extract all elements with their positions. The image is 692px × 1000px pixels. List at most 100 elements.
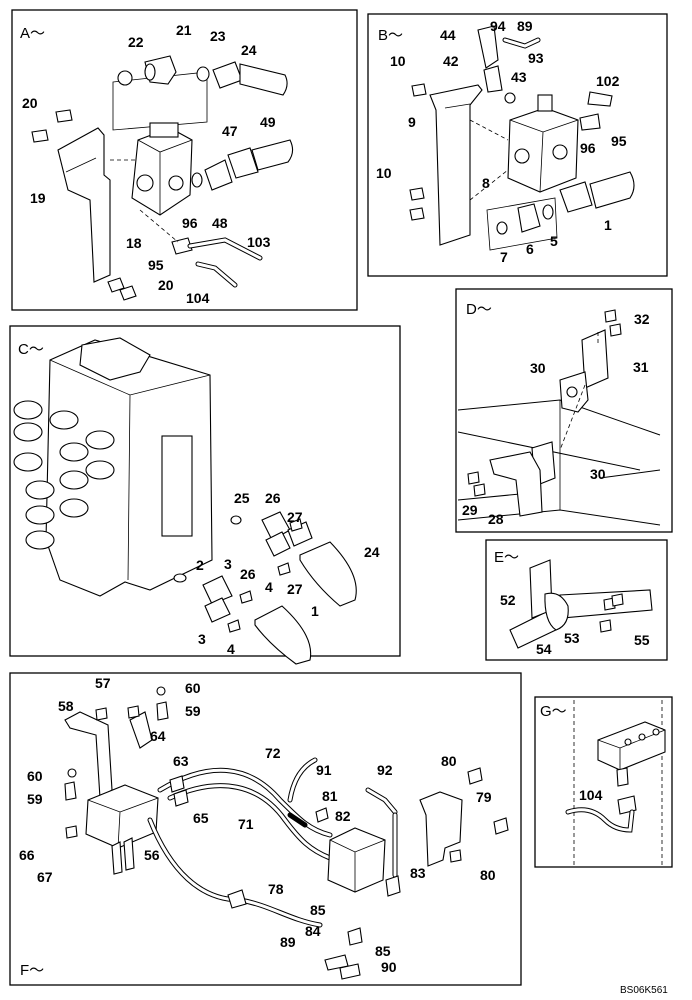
panel-a-frame — [11, 9, 358, 311]
callout-f-79: 79 — [476, 789, 492, 805]
callout-b-9: 9 — [408, 114, 416, 130]
callout-f-65: 65 — [193, 810, 209, 826]
callout-f-56: 56 — [144, 847, 160, 863]
callout-d-31: 31 — [633, 359, 649, 375]
callout-b-5: 5 — [550, 233, 558, 249]
callout-b-6: 6 — [526, 241, 534, 257]
callout-f-82: 82 — [335, 808, 351, 824]
callout-a-20: 20 — [22, 95, 38, 111]
washer-60 — [156, 686, 166, 696]
callout-f-60: 60 — [185, 680, 201, 696]
callout-g-104: 104 — [579, 787, 603, 803]
panel-f: F～ — [9, 672, 522, 986]
solenoid-valve-56 — [85, 784, 159, 849]
fitting-47 — [204, 159, 233, 191]
callout-c-4: 4 — [265, 579, 273, 595]
callout-b-96: 96 — [580, 140, 596, 156]
callout-d-30: 30 — [530, 360, 546, 376]
fitting-83 — [385, 875, 401, 897]
callout-d-30b: 30 — [590, 466, 606, 482]
a-callout-box — [112, 71, 208, 131]
callout-b-43: 43 — [511, 69, 527, 85]
callout-f-63: 63 — [173, 753, 189, 769]
fitting-6 — [517, 203, 541, 233]
valve-block-18 — [131, 127, 193, 216]
callout-a-96: 96 — [182, 215, 198, 231]
callout-c-3b: 3 — [198, 631, 206, 647]
hose-fitting-24 — [212, 61, 243, 89]
callout-b-102: 102 — [596, 73, 620, 89]
callout-f-85: 85 — [310, 902, 326, 918]
bolt-59b — [64, 781, 77, 801]
callout-f-83: 83 — [410, 865, 426, 881]
panel-c: C～ — [9, 325, 401, 665]
panel-f-frame — [9, 672, 522, 986]
callout-a-95: 95 — [148, 257, 164, 273]
panel-d: D～ 32 30 31 30 29 28 — [455, 288, 673, 533]
o-ring-5 — [542, 204, 554, 220]
callout-f-80: 80 — [441, 753, 457, 769]
fitting-102 — [587, 91, 613, 107]
callout-c-26b: 26 — [240, 566, 256, 582]
clamp-53 — [544, 592, 569, 631]
callout-b-93: 93 — [528, 50, 544, 66]
callout-b-7: 7 — [500, 249, 508, 265]
panel-a: A～ — [11, 9, 358, 311]
callout-a-21: 21 — [176, 22, 192, 38]
valve-spools — [13, 400, 115, 550]
hose-1 — [589, 171, 635, 209]
panel-f-label: F～ — [20, 962, 44, 979]
callout-e-52: 52 — [500, 592, 516, 608]
callout-d-32: 32 — [634, 311, 650, 327]
hose-49 — [251, 139, 294, 171]
callout-c-3: 3 — [224, 556, 232, 572]
callout-b-8: 8 — [482, 175, 490, 191]
callout-d-29: 29 — [462, 502, 478, 518]
hose-24c — [299, 541, 357, 607]
callout-c-2: 2 — [196, 557, 204, 573]
callout-f-57: 57 — [95, 675, 111, 691]
callout-b-10b: 10 — [376, 165, 392, 181]
panel-c-frame — [9, 325, 401, 657]
o-ring-48 — [191, 172, 203, 188]
callout-b-44: 44 — [440, 27, 456, 43]
callout-a-104: 104 — [186, 290, 210, 306]
panel-g-frame — [534, 696, 673, 868]
callout-f-58: 58 — [58, 698, 74, 714]
fitting-65 — [173, 789, 189, 807]
callout-f-71: 71 — [238, 816, 254, 832]
callout-a-22: 22 — [128, 34, 144, 50]
callout-f-91: 91 — [316, 762, 332, 778]
callout-f-78: 78 — [268, 881, 284, 897]
panel-g-label: G～ — [540, 703, 567, 720]
panel-a-label: A～ — [20, 25, 45, 42]
callout-c-1: 1 — [311, 603, 319, 619]
callout-e-53: 53 — [564, 630, 580, 646]
panel-e-frame — [485, 539, 668, 661]
callout-a-23: 23 — [210, 28, 226, 44]
callout-c-27: 27 — [287, 509, 303, 525]
panel-b: B～ 44 94 89 93 10 — [367, 13, 668, 277]
panel-e-label: E～ — [494, 549, 519, 566]
plate-9 — [429, 84, 483, 246]
fitting-95 — [171, 237, 193, 255]
hose-24 — [239, 63, 288, 96]
o-ring-2 — [173, 573, 187, 583]
drawing-code: BS06K561 — [620, 985, 668, 996]
valve-block-g — [597, 721, 666, 771]
panel-b-frame — [367, 13, 668, 277]
callout-f-60b: 60 — [27, 768, 43, 784]
fitting-63 — [169, 775, 185, 793]
callout-d-28: 28 — [488, 511, 504, 527]
panel-d-label: D～ — [466, 301, 492, 318]
bracket-79 — [419, 791, 463, 867]
callout-a-49: 49 — [260, 114, 276, 130]
o-ring-25 — [230, 515, 242, 525]
fitting-44 — [477, 25, 499, 69]
o-ring-43 — [504, 92, 516, 104]
callout-f-67: 67 — [37, 869, 53, 885]
callout-f-92: 92 — [377, 762, 393, 778]
fitting-81 — [315, 807, 329, 823]
